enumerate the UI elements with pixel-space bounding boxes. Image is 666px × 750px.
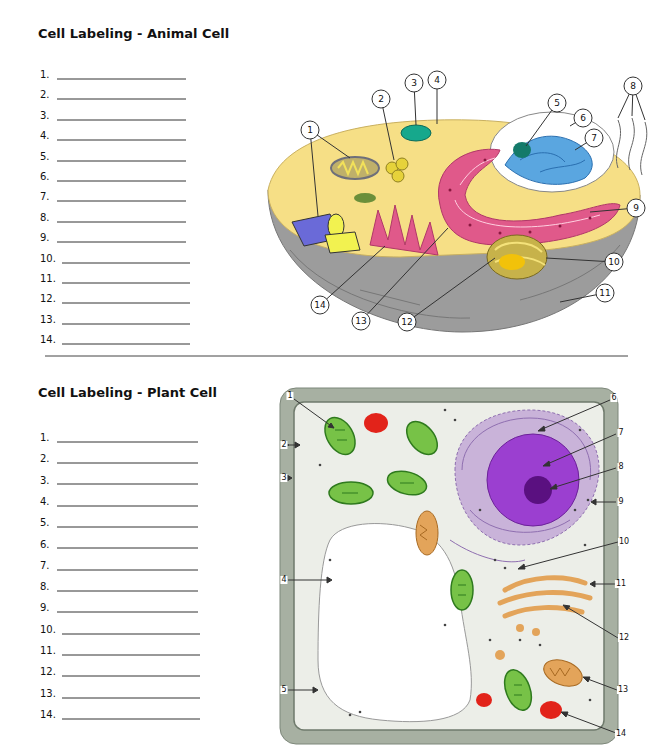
callout-number: 14: [314, 301, 325, 310]
plant-cell: [280, 388, 618, 744]
callout-number: 7: [617, 429, 624, 437]
answer-number: 3.: [40, 111, 50, 121]
answer-number: 13.: [40, 689, 56, 699]
callout-number: 9: [633, 204, 639, 213]
section-title: Cell Labeling - Animal Cell: [38, 27, 229, 40]
callout-number: 5: [280, 686, 287, 694]
callout-number: 3: [280, 474, 287, 482]
callout-number: 10: [608, 258, 619, 267]
answer-number: 10.: [40, 254, 56, 264]
callout-number: 9: [617, 498, 624, 506]
callout-number: 2: [378, 95, 384, 104]
answer-number: 6.: [40, 172, 50, 182]
callout-number: 11: [615, 580, 627, 588]
answer-number: 2.: [40, 454, 50, 464]
callout-number: 4: [434, 76, 440, 85]
answer-number: 12.: [40, 294, 56, 304]
section-title: Cell Labeling - Plant Cell: [38, 386, 217, 399]
answer-number: 12.: [40, 667, 56, 677]
callout-number: 13: [617, 686, 629, 694]
answer-number: 11.: [40, 646, 56, 656]
answer-number: 13.: [40, 315, 56, 325]
answer-number: 1.: [40, 70, 50, 80]
answer-number: 14.: [40, 335, 56, 345]
answer-number: 11.: [40, 274, 56, 284]
callout-circles: [301, 71, 645, 331]
callout-number: 6: [580, 114, 586, 123]
callout-number: 8: [630, 82, 636, 91]
answer-number: 6.: [40, 540, 50, 550]
answer-number: 14.: [40, 710, 56, 720]
answer-number: 9.: [40, 603, 50, 613]
answer-number: 5.: [40, 152, 50, 162]
answer-number: 9.: [40, 233, 50, 243]
callout-number: 13: [355, 317, 366, 326]
callout-number: 1: [286, 392, 293, 400]
answer-number: 3.: [40, 476, 50, 486]
callout-number: 7: [591, 134, 597, 143]
callout-number: 12: [401, 318, 412, 327]
callout-number: 10: [618, 538, 630, 546]
answer-number: 4.: [40, 497, 50, 507]
callout-number: 12: [618, 634, 630, 642]
callout-number: 8: [617, 463, 624, 471]
callout-number: 3: [411, 79, 417, 88]
answer-number: 4.: [40, 131, 50, 141]
answer-number: 8.: [40, 582, 50, 592]
answer-number: 5.: [40, 518, 50, 528]
answer-number: 8.: [40, 213, 50, 223]
callout-number: 2: [280, 441, 287, 449]
callout-number: 11: [599, 289, 610, 298]
callout-number: 14: [615, 730, 627, 738]
answer-number: 7.: [40, 192, 50, 202]
callout-number: 4: [280, 576, 287, 584]
answer-number: 1.: [40, 433, 50, 443]
answer-number: 7.: [40, 561, 50, 571]
callout-number: 6: [610, 394, 617, 402]
answer-number: 10.: [40, 625, 56, 635]
animal-cell: [268, 71, 647, 332]
divider: [45, 356, 628, 357]
callout-number: 1: [307, 126, 313, 135]
answer-number: 2.: [40, 90, 50, 100]
callout-number: 5: [554, 99, 560, 108]
answer-lines: [57, 79, 200, 719]
